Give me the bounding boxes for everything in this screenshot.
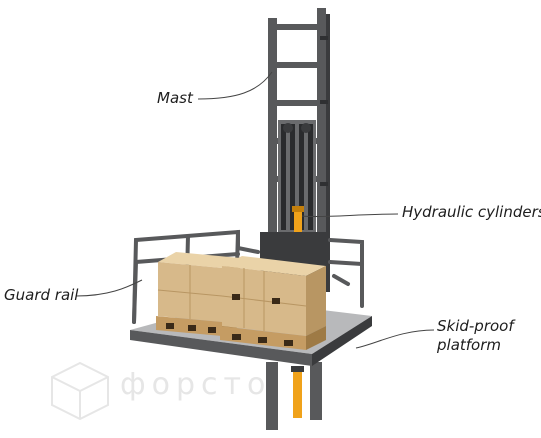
guard-rail-label: Guard rail (4, 286, 79, 304)
watermark-text: форсто (120, 367, 272, 402)
hydraulic-cylinders-label: Hydraulic cylinders (402, 203, 541, 221)
leader-lines (75, 71, 435, 349)
skid-label-line2: platform (437, 336, 501, 354)
mast-label: Mast (157, 89, 193, 107)
hydraulic-cylinders (278, 120, 316, 238)
skid-proof-platform-label: Skid-proof platform (437, 317, 514, 355)
skid-label-line1: Skid-proof (437, 317, 514, 335)
platform-leader (355, 329, 435, 349)
watermark-logo (51, 361, 109, 421)
mast-leader (197, 71, 273, 100)
lower-mast (266, 362, 322, 430)
pallet-stack-right (220, 256, 326, 350)
hydraulic-leader (301, 213, 399, 218)
guard-rail-leader (75, 279, 143, 297)
